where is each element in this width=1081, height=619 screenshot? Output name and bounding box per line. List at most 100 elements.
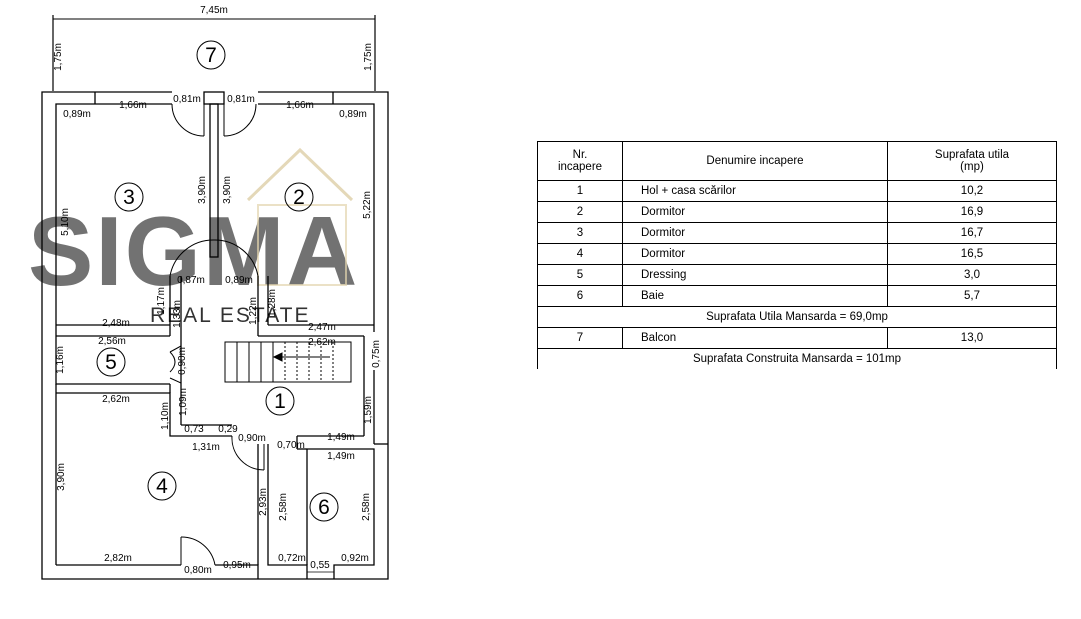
dim-label: 0,29: [218, 424, 238, 435]
header-area: Suprafata utila (mp): [887, 141, 1057, 181]
dim-label: 1,10m: [160, 402, 171, 430]
dim-label: 2,82m: [104, 553, 132, 564]
dim-label: 1,66m: [119, 100, 147, 111]
built-area-total: Suprafata Construita Mansarda = 101mp: [537, 348, 1057, 369]
room-markers: [96, 40, 339, 522]
dim-label: 5,22m: [362, 191, 373, 219]
stair-arrow-icon: [272, 352, 283, 362]
cell-nr: 7: [537, 327, 623, 349]
dim-label: 2,58m: [361, 493, 372, 521]
dim-label: 0,80m: [184, 565, 212, 576]
header-nr-line2: incapere: [557, 161, 603, 173]
cell-nr: 1: [537, 180, 623, 202]
dim-label: 1,59m: [363, 396, 374, 424]
cell-area: 16,5: [887, 243, 1057, 265]
table-row: 3 Dormitor 16,7: [537, 222, 1057, 244]
dim-label: 1,66m: [286, 100, 314, 111]
dim-label: 2,56m: [98, 336, 126, 347]
room-labels: 7 3 2 5 1 4 6: [105, 44, 330, 519]
doors: [169, 103, 334, 580]
dim-label: 0,92m: [341, 553, 369, 564]
room-label-7: 7: [205, 44, 217, 67]
dim-label: 1,22m: [248, 297, 259, 325]
dim-label: 0,87m: [177, 275, 205, 286]
vertical-dimension-labels: 1,75m 1,75m 5,10m 3,90m 3,90m 5,22m 1,17…: [53, 43, 382, 521]
cell-area: 16,7: [887, 222, 1057, 244]
cell-nr: 4: [537, 243, 623, 265]
dim-label: 3,90m: [197, 176, 208, 204]
walls: [41, 91, 389, 580]
dim-label: 0,89m: [339, 109, 367, 120]
header-area-line1: Suprafata utila: [934, 149, 1010, 161]
room-label-4: 4: [156, 475, 168, 498]
room-label-2: 2: [293, 186, 305, 209]
cell-nr: 3: [537, 222, 623, 244]
cell-area: 10,2: [887, 180, 1057, 202]
dim-label: 5,10m: [60, 208, 71, 236]
cell-area: 16,9: [887, 201, 1057, 223]
watermark-house-icon: [257, 204, 347, 286]
dim-label: 1,17m: [156, 287, 167, 315]
table-total-row: Suprafata Utila Mansarda = 69,0mp: [537, 306, 1057, 328]
staircase: [224, 341, 352, 383]
table-row: 6 Baie 5,7: [537, 285, 1057, 307]
cell-nr: 2: [537, 201, 623, 223]
dim-label: 0,81m: [173, 94, 201, 105]
cell-nr: 6: [537, 285, 623, 307]
cell-name: Dormitor: [622, 243, 888, 265]
dimension-labels: 7,45m 0,89m 1,66m 0,81m 0,81m 1,66m 0,89…: [63, 5, 369, 576]
dim-label: 0,89m: [63, 109, 91, 120]
table-row: 1 Hol + casa scărilor 10,2: [537, 180, 1057, 202]
dim-label: 0,95m: [223, 560, 251, 571]
cell-name: Balcon: [622, 327, 888, 349]
watermark: SIGMA REAL ESTATE: [28, 147, 359, 327]
table-row: 2 Dormitor 16,9: [537, 201, 1057, 223]
watermark-brand: SIGMA: [28, 196, 359, 306]
dim-label: 2,58m: [278, 493, 289, 521]
cell-name: Hol + casa scărilor: [622, 180, 888, 202]
cell-area: 5,7: [887, 285, 1057, 307]
dim-label: 0,90m: [177, 347, 188, 375]
room-label-3: 3: [123, 186, 135, 209]
dim-label: 1,75m: [53, 43, 64, 71]
table-row: 7 Balcon 13,0: [537, 327, 1057, 349]
dim-label: 0,89m: [225, 275, 253, 286]
watermark-roof-icon: [246, 147, 354, 202]
dim-label: 1,75m: [363, 43, 374, 71]
dim-label: 0,75m: [371, 340, 382, 368]
balcony-outline: [52, 15, 376, 91]
dim-label: 3,90m: [56, 463, 67, 491]
dim-label: 3,90m: [222, 176, 233, 204]
dim-label: 2,47m: [308, 322, 336, 333]
table-row: 5 Dressing 3,0: [537, 264, 1057, 286]
cell-area: 13,0: [887, 327, 1057, 349]
room-label-1: 1: [274, 390, 286, 413]
cell-name: Dormitor: [622, 201, 888, 223]
table-header-row: Nr. incapere Denumire incapere Suprafata…: [537, 141, 1057, 181]
dim-label: 2,62m: [308, 337, 336, 348]
dim-label: 1,09m: [178, 388, 189, 416]
header-nr-line1: Nr.: [572, 149, 588, 161]
room-label-6: 6: [318, 496, 330, 519]
dim-label: 1,28m: [267, 289, 278, 317]
cell-name: Dressing: [622, 264, 888, 286]
dim-label: 0,81m: [227, 94, 255, 105]
dim-label: 1,16m: [55, 346, 66, 374]
dim-label: 0,90m: [238, 433, 266, 444]
dim-label: 2,48m: [102, 318, 130, 329]
room-label-5: 5: [105, 351, 117, 374]
dim-label: 2,62m: [102, 394, 130, 405]
dim-label: 1,49m: [327, 451, 355, 462]
table-total-row: Suprafata Construita Mansarda = 101mp: [537, 348, 1057, 369]
cell-nr: 5: [537, 264, 623, 286]
table-row: 4 Dormitor 16,5: [537, 243, 1057, 265]
cell-area: 3,0: [887, 264, 1057, 286]
dim-label: 1,33m: [172, 300, 183, 328]
dim-label: 0,70m: [277, 440, 305, 451]
header-name: Denumire incapere: [622, 141, 888, 181]
cell-name: Baie: [622, 285, 888, 307]
watermark-subtitle: REAL ESTATE: [150, 304, 310, 327]
header-nr: Nr. incapere: [537, 141, 623, 181]
header-area-line2: (mp): [960, 161, 984, 173]
